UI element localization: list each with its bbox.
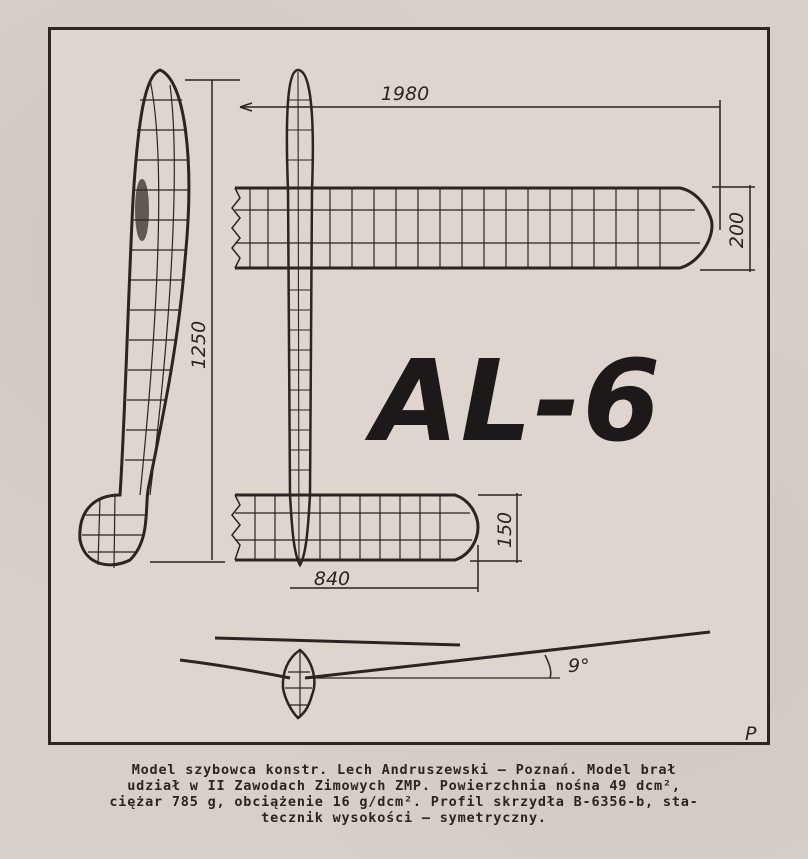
stabilizer-top-view bbox=[231, 493, 480, 562]
stabilizer-span-label: 840 bbox=[314, 568, 350, 590]
side-view-fuselage bbox=[78, 68, 191, 569]
caption-line-3: ciężar 785 g, obciążenie 16 g/dcm². Prof… bbox=[109, 794, 699, 810]
caption-line-4: tecznik wysokości — symetryczny. bbox=[261, 810, 547, 826]
model-title: AL-6 bbox=[364, 337, 662, 467]
fuselage-dimension-line bbox=[150, 79, 240, 563]
stabilizer-chord-label: 150 bbox=[494, 512, 516, 548]
top-view-fuselage bbox=[285, 68, 315, 568]
dihedral-angle-label: 9° bbox=[568, 655, 590, 677]
wing-ribs bbox=[235, 188, 700, 268]
wing-chord-dimension-line bbox=[700, 185, 755, 272]
wingspan-dimension-line bbox=[239, 100, 721, 230]
fuselage-length-label: 1250 bbox=[188, 321, 210, 369]
artist-signature: P bbox=[745, 723, 757, 745]
caption-line-2: udział w II Zawodach Zimowych ZMP. Powie… bbox=[127, 778, 681, 794]
stabilizer-ribs bbox=[235, 495, 472, 560]
stabilizer-span-dimension-line bbox=[290, 545, 479, 592]
figure-caption: Model szybowca konstr. Lech Andruszewski… bbox=[16, 762, 792, 826]
front-view bbox=[179, 630, 711, 720]
caption-line-1: Model szybowca konstr. Lech Andruszewski… bbox=[131, 762, 677, 778]
wing-chord-label: 200 bbox=[726, 212, 748, 248]
wing-top-view bbox=[231, 186, 714, 270]
wingspan-label: 1980 bbox=[381, 83, 429, 105]
